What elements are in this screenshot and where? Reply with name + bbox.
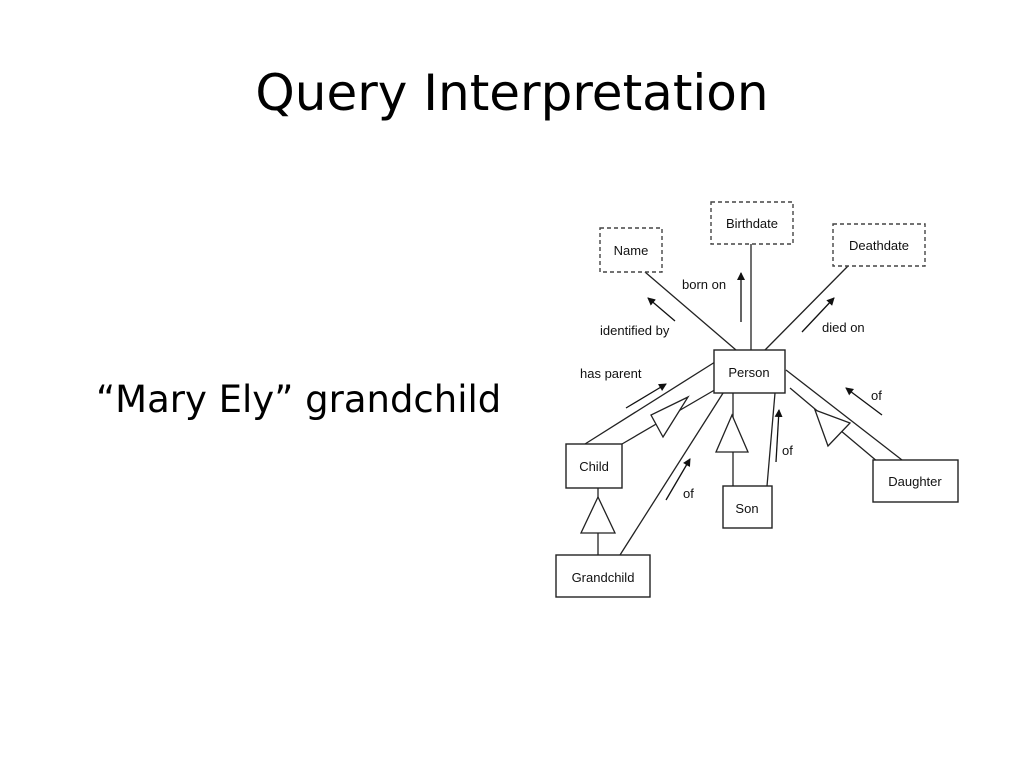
isa-triangle-grandchild — [579, 495, 617, 534]
arrow-died-on — [801, 297, 835, 333]
isa-triangle-son — [715, 413, 749, 453]
entity-daughter: Daughter — [872, 459, 959, 503]
edge-daughter-person-of — [785, 369, 903, 461]
arrow-son-of — [774, 409, 783, 463]
attribute-birthdate-label: Birthdate — [726, 216, 778, 231]
edge-son-person-of — [766, 392, 776, 487]
arrow-daughter-of — [845, 387, 883, 416]
arrow-identified-by — [647, 297, 676, 322]
edge-child-person-has-parent — [584, 361, 716, 445]
attribute-deathdate: Deathdate — [832, 223, 926, 267]
entity-grandchild: Grandchild — [555, 554, 651, 598]
entity-child: Child — [565, 443, 623, 489]
entity-grandchild-label: Grandchild — [572, 570, 635, 585]
er-diagram: Name Birthdate Deathdate Person Child So… — [555, 201, 959, 598]
relation-daughter-of: of — [871, 388, 882, 403]
entity-son-label: Son — [735, 501, 758, 516]
relation-identified-by: identified by — [600, 323, 670, 338]
relation-son-of: of — [782, 443, 793, 458]
attribute-name: Name — [599, 227, 663, 273]
attribute-birthdate: Birthdate — [710, 201, 794, 245]
arrow-has-parent — [625, 383, 667, 409]
entity-son: Son — [722, 485, 773, 529]
slide-title: Query Interpretation — [255, 64, 769, 122]
relation-died-on: died on — [822, 320, 865, 335]
relation-born-on: born on — [682, 277, 726, 292]
edge-person-deathdate — [764, 265, 849, 351]
attribute-deathdate-label: Deathdate — [849, 238, 909, 253]
query-text: “Mary Ely” grandchild — [96, 378, 502, 421]
relation-grandchild-of: of — [683, 486, 694, 501]
edge-grandchild-person — [619, 389, 726, 556]
arrow-grandchild-of — [665, 458, 691, 501]
entity-person: Person — [713, 349, 786, 394]
isa-triangle-child — [650, 395, 690, 439]
entity-person-label: Person — [728, 365, 769, 380]
relation-has-parent: has parent — [580, 366, 642, 381]
attribute-name-label: Name — [614, 243, 649, 258]
entity-daughter-label: Daughter — [888, 474, 942, 489]
isa-triangle-daughter — [813, 408, 852, 448]
edge-person-name — [644, 271, 737, 351]
entity-child-label: Child — [579, 459, 609, 474]
